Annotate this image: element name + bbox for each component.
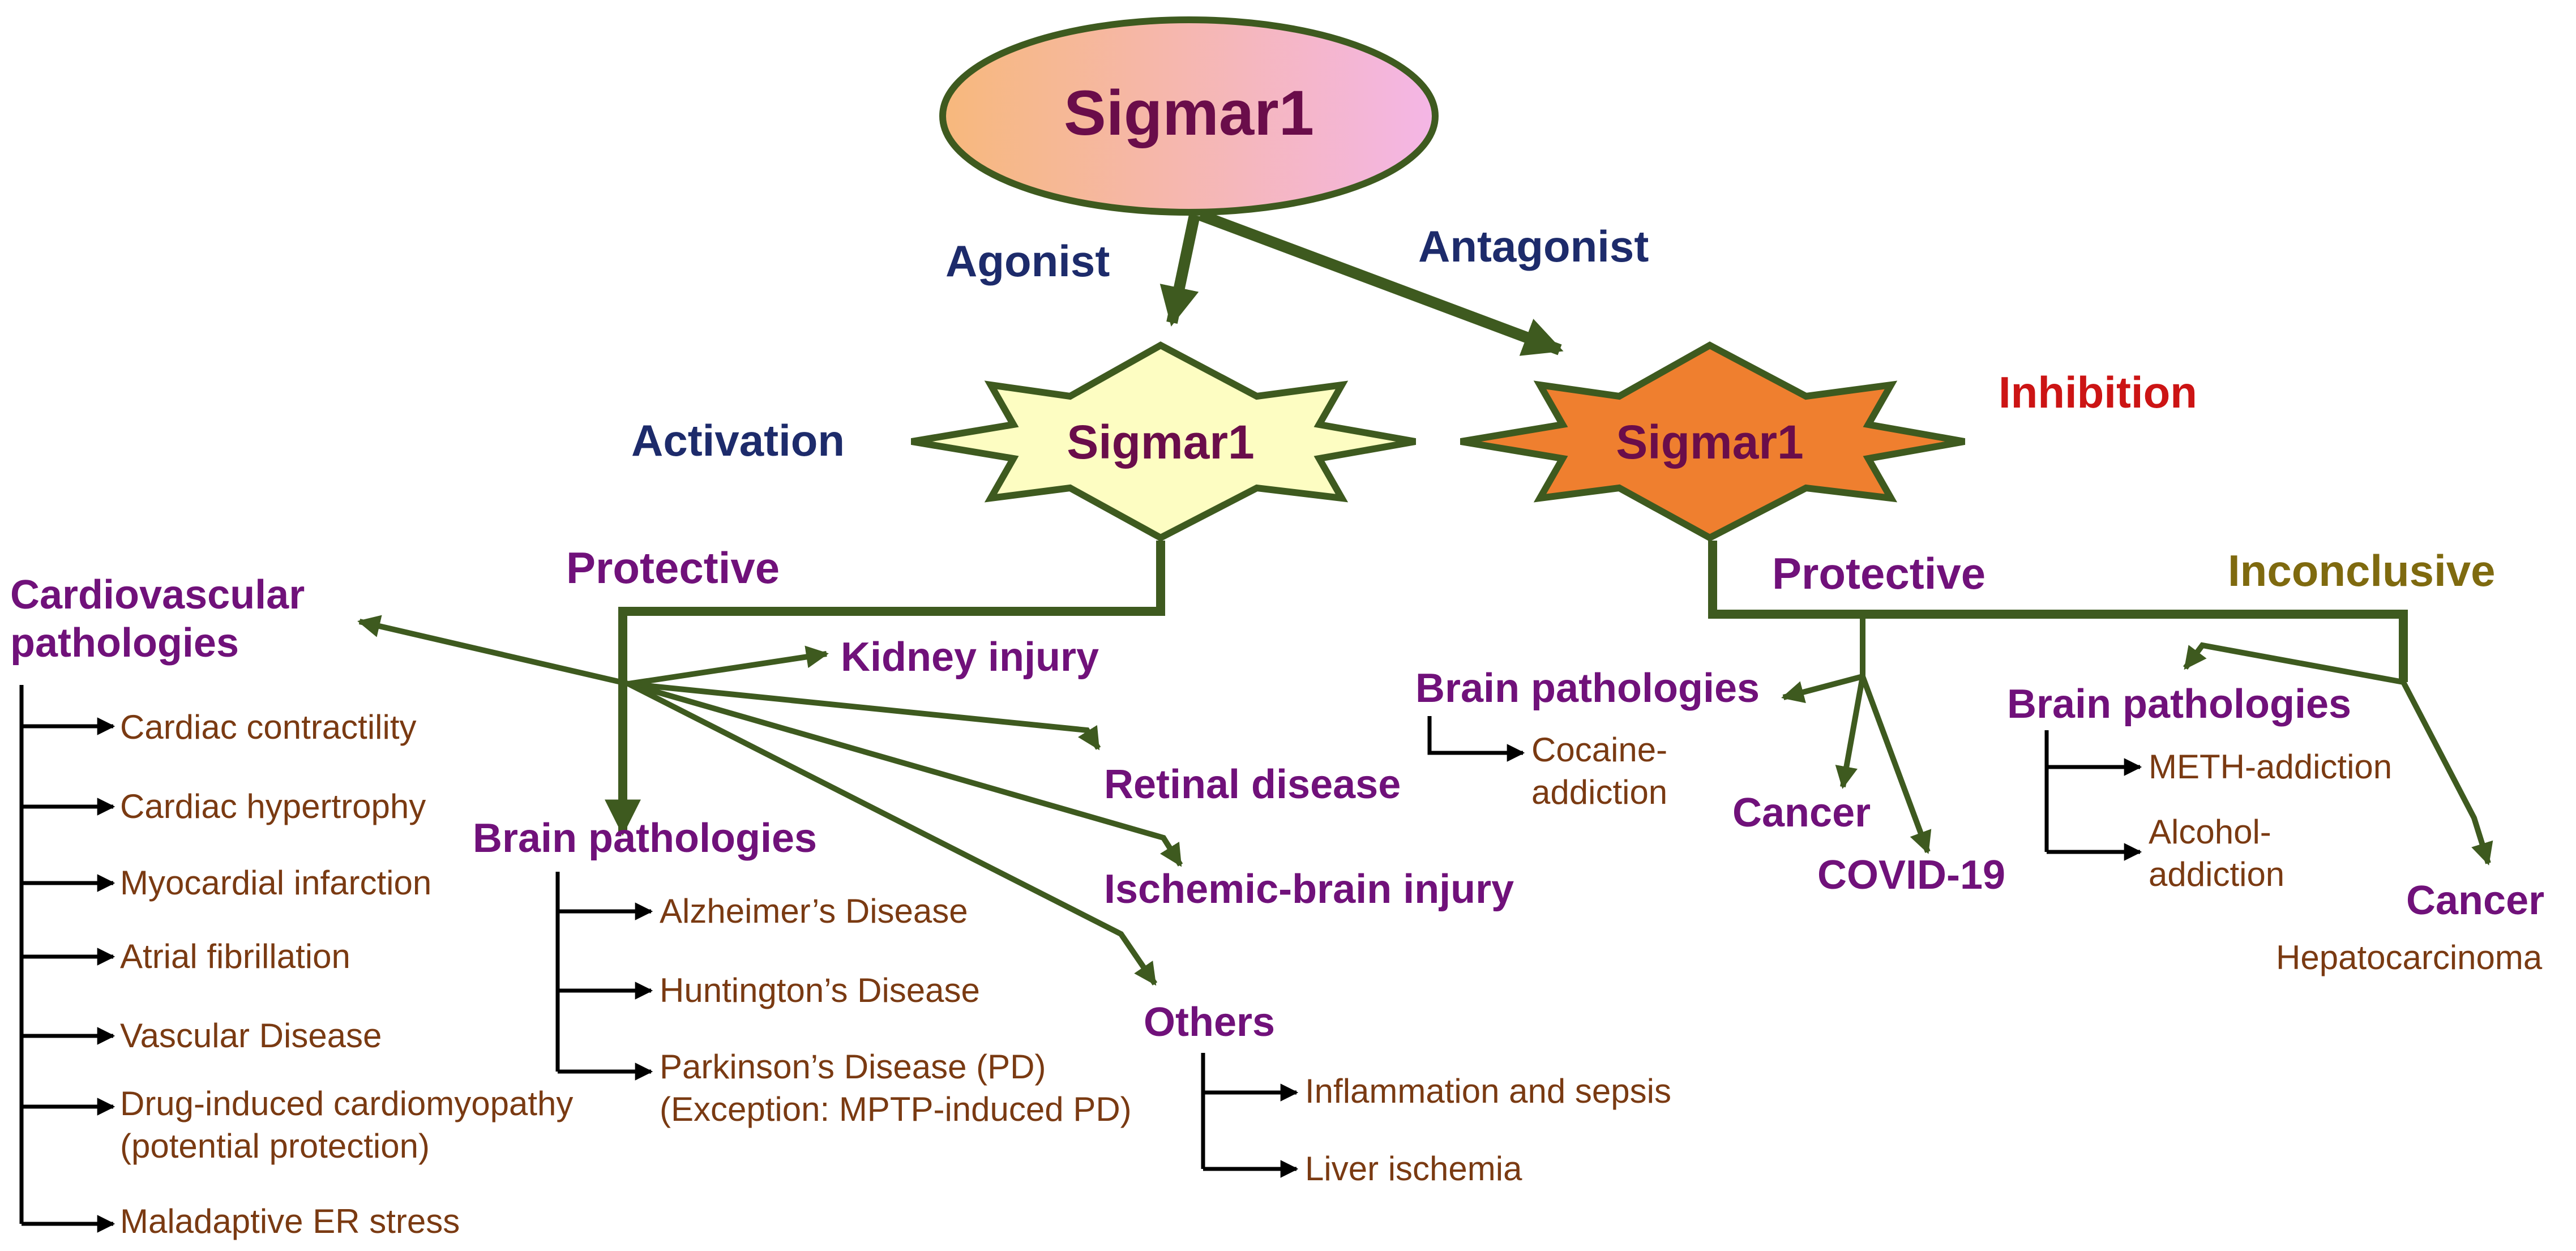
activation-star-label: Sigmar1: [1067, 415, 1255, 469]
inh-protective-label: Protective: [1772, 549, 1986, 598]
cardio-item: Myocardial infarction: [120, 864, 431, 902]
fan-to-retinal-arrow: [628, 681, 1101, 751]
inh-covid-label: COVID-19: [1817, 852, 2005, 898]
others-label: Others: [1144, 1000, 1275, 1045]
inc-brain-item: METH-addiction: [2149, 748, 2392, 786]
activation-star: [911, 341, 1417, 542]
cardio-title-line2: pathologies: [10, 620, 239, 666]
cardio-title-line1: Cardiovascular: [10, 572, 305, 618]
inh-to-brain-arrow: [1781, 674, 1864, 704]
cardio-item: (potential protection): [120, 1127, 430, 1165]
act-brain-title: Brain pathologies: [473, 816, 817, 861]
inh-brain-bracket: [1427, 716, 1525, 762]
fan-to-kidney-arrow: [628, 645, 829, 687]
inc-to-brain-arrow: [2183, 642, 2404, 685]
inhibition-label: Inhibition: [1999, 367, 2197, 417]
inh-brain-title: Brain pathologies: [1415, 666, 1760, 711]
top-sigmar1-ellipse: [939, 16, 1439, 216]
inh-inconclusive-label: Inconclusive: [2228, 546, 2496, 595]
inc-brain-item: addiction: [2149, 855, 2284, 893]
agonist-label: Agonist: [945, 236, 1110, 286]
antagonist-arrow: [1198, 209, 1564, 356]
inc-to-cancer-arrow: [2400, 680, 2493, 866]
inc-cancer-item: Hepatocarcinoma: [2276, 939, 2543, 976]
cardio-item: Cardiac contractility: [120, 708, 417, 746]
ischemic-brain-injury-label: Ischemic-brain injury: [1104, 867, 1514, 912]
activation-protective-label: Protective: [566, 543, 780, 593]
fan-to-cardio-arrow: [357, 615, 630, 687]
inh-brain-item: addiction: [1531, 773, 1667, 811]
inc-cancer-label: Cancer: [2406, 878, 2544, 923]
activation-protective-connector: [618, 541, 1165, 685]
inc-brain-title: Brain pathologies: [2007, 682, 2351, 727]
top-sigmar1-label: Sigmar1: [1064, 78, 1314, 148]
inc-brain-item: Alcohol-: [2149, 813, 2271, 851]
cardio-item: Vascular Disease: [120, 1017, 382, 1055]
act-brain-item: Parkinson’s Disease (PD): [660, 1048, 1046, 1086]
others-item: Inflammation and sepsis: [1305, 1072, 1671, 1110]
inh-cancer-label: Cancer: [1732, 790, 1871, 836]
act-brain-item: (Exception: MPTP-induced PD): [660, 1090, 1132, 1128]
fan-to-others-arrow: [627, 681, 1158, 986]
act-brain-item: Alzheimer’s Disease: [660, 892, 968, 930]
cardio-item: Maladaptive ER stress: [120, 1202, 460, 1240]
activation-label: Activation: [631, 415, 845, 465]
act-brain-item: Huntington’s Disease: [660, 971, 980, 1009]
cardio-item: Cardiac hypertrophy: [120, 787, 426, 825]
inh-to-cancer-arrow: [1835, 676, 1865, 789]
inh-to-covid-arrow: [1860, 675, 1932, 854]
fan-to-ischemic-arrow: [627, 681, 1183, 867]
cardio-item: Atrial fibrillation: [120, 937, 350, 975]
inh-brain-item: Cocaine-: [1531, 731, 1667, 769]
antagonist-label: Antagonist: [1418, 221, 1649, 271]
inhibition-connector: [1708, 541, 2408, 682]
inhibition-star: [1460, 341, 1966, 542]
inhibition-star-label: Sigmar1: [1616, 415, 1804, 469]
others-item: Liver ischemia: [1305, 1150, 1522, 1188]
retinal-disease-label: Retinal disease: [1104, 762, 1401, 807]
agonist-arrow: [1159, 213, 1200, 327]
cardio-item: Drug-induced cardiomyopathy: [120, 1085, 573, 1123]
kidney-injury-label: Kidney injury: [841, 635, 1099, 680]
